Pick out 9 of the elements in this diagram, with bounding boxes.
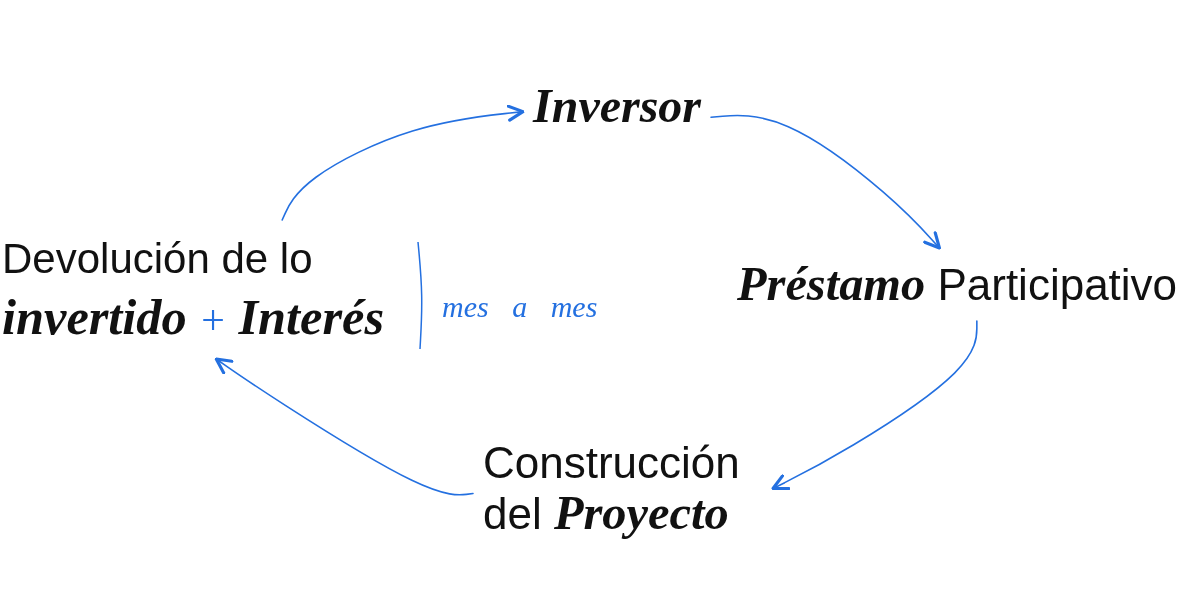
frequency-note: mes a mes (442, 289, 598, 324)
curved-arrow (771, 320, 978, 491)
curved-arrow (214, 357, 474, 496)
cycle-step-label: Inversor (533, 78, 702, 134)
cycle-step-label: Préstamo Participativo (737, 258, 1178, 311)
curved-arrow (710, 114, 941, 250)
curved-arrow (281, 104, 525, 221)
cycle-step-label: Construcción del Proyecto (483, 438, 763, 539)
cycle-step-label: Devolución de lo invertido + Interés (2, 230, 414, 349)
